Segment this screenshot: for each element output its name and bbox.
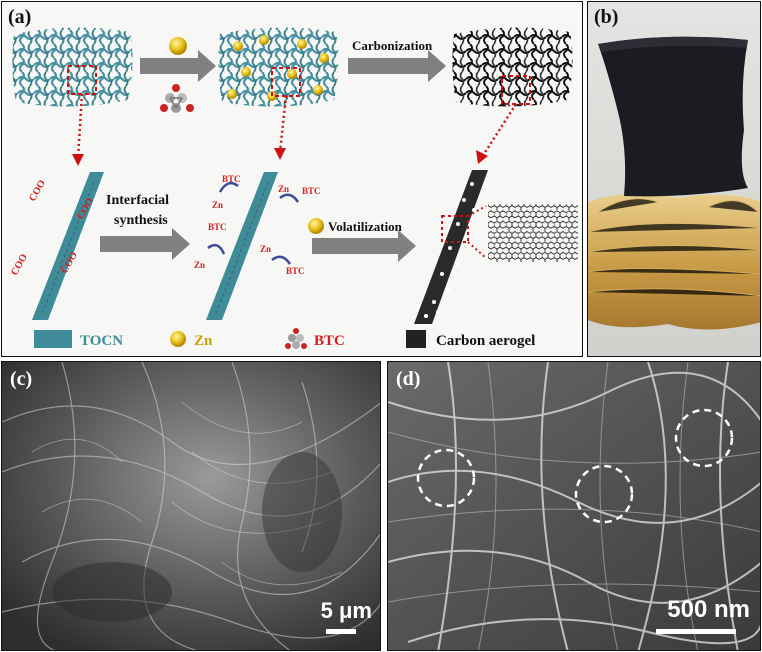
panel-a-label: (a) [8, 6, 32, 28]
panel-b-label: (b) [594, 6, 619, 28]
btc-label: BTC [286, 266, 305, 276]
panel-d-sem: (d) 500 nm [387, 361, 761, 651]
graphene-lattice [488, 204, 578, 262]
highlight-circle [416, 448, 476, 508]
zn-label: Zn [212, 200, 223, 210]
legend-carbon-label: Carbon aerogel [436, 333, 535, 349]
scale-bar-label: 5 μm [320, 598, 372, 623]
legend-zn-label: Zn [194, 333, 213, 349]
volatilization-label: Volatilization [328, 219, 403, 234]
panel-a-schematic: (a) [1, 1, 583, 357]
legend-tocn-swatch [34, 330, 72, 348]
zn-label: Zn [194, 260, 205, 270]
btc-label: BTC [302, 186, 321, 196]
interfacial-label: Interfacial [106, 193, 169, 208]
legend: TOCN Zn BTC Carbon aerogel [34, 328, 535, 349]
synthesis-diagram: Carbonization COO COO COO COO Interfaci [9, 27, 578, 349]
tocn-zn-btc-fiber: BTC BTC BTC BTC Zn Zn Zn Zn [194, 172, 321, 320]
panel-b-photo: (b) [587, 1, 761, 357]
btc-label: BTC [222, 174, 241, 184]
zoom-box-4 [441, 215, 469, 243]
process-arrow-4: Volatilization [308, 218, 416, 262]
panel-c-label: (c) [10, 368, 33, 390]
aerogel-photo [588, 2, 760, 356]
legend-btc-icon [285, 328, 307, 349]
panel-c-sem: (c) 5 μm [1, 361, 381, 651]
highlight-circle [674, 408, 734, 468]
plant-fibers [588, 193, 760, 330]
synthesis-label-text: synthesis [114, 213, 168, 228]
scale-bar-label: 500 nm [667, 596, 750, 623]
scale-bar [326, 629, 356, 634]
sem-image-c [2, 362, 380, 650]
zn-sphere-volatile [308, 218, 324, 234]
highlight-circle [574, 464, 634, 524]
carbonization-label: Carbonization [352, 38, 433, 53]
zn-sphere-top [169, 37, 187, 55]
process-arrow-1 [140, 50, 216, 82]
process-arrow-3: Interfacial synthesis [100, 193, 190, 260]
legend-zn-icon [170, 331, 186, 347]
sem-image-d [388, 362, 760, 650]
process-arrow-2: Carbonization [348, 38, 446, 82]
panel-d-label: (d) [396, 368, 421, 390]
coo-label: COO [27, 178, 48, 203]
legend-tocn-label: TOCN [80, 333, 123, 349]
tocn-fiber: COO COO COO COO [9, 172, 104, 320]
carbon-aerogel-block [598, 36, 748, 197]
carbon-network [452, 27, 573, 107]
btc-molecule [160, 84, 194, 113]
coo-label: COO [9, 252, 30, 277]
scale-bar [656, 629, 736, 634]
zn-label: Zn [260, 244, 271, 254]
btc-label: BTC [208, 222, 227, 232]
tocn-network [12, 27, 133, 107]
zn-label: Zn [278, 184, 289, 194]
legend-carbon-swatch [406, 330, 426, 348]
tocn-zn-network [218, 27, 339, 107]
zoom-connectors [72, 93, 518, 166]
legend-btc-label: BTC [314, 333, 345, 349]
carbon-fiber [414, 170, 578, 324]
highlight-circles [416, 408, 734, 524]
